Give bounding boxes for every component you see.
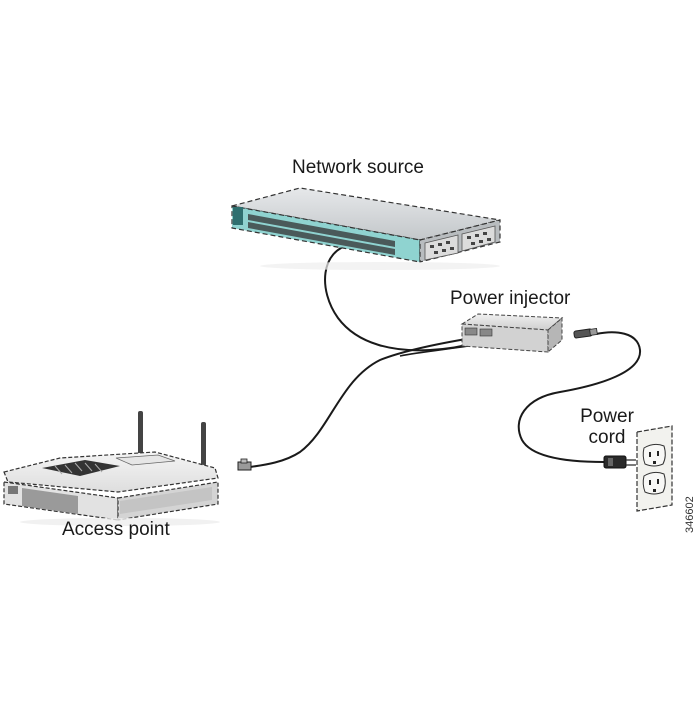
- console-port-icon: [233, 207, 243, 225]
- access-point-label: Access point: [62, 519, 170, 540]
- power-cord-label: Power cord: [577, 406, 637, 449]
- cable-power-cord: [517, 331, 642, 463]
- access-point-icon: [3, 411, 220, 526]
- network-source-label: Network source: [292, 157, 424, 178]
- power-injector-icon: [460, 313, 564, 354]
- ap-logo-icon: [8, 486, 18, 494]
- injector-port-out-icon: [479, 328, 493, 337]
- power-cord-label-line1: Power: [580, 406, 634, 427]
- dc-plug-icon: [573, 328, 598, 339]
- injector-port-in-icon: [464, 327, 478, 336]
- rj45-plug-icon: [237, 458, 252, 471]
- switch-uplink-modules: [424, 225, 496, 261]
- cable-injector-to-access-point: [249, 337, 473, 468]
- power-cord-label-line2: cord: [588, 426, 626, 448]
- figure-id: 346602: [684, 496, 696, 533]
- power-injector-label: Power injector: [450, 288, 571, 309]
- antenna-left-icon: [138, 411, 143, 457]
- power-plug-icon: [603, 455, 636, 469]
- wall-outlet-icon: [636, 425, 673, 512]
- antenna-right-icon: [201, 422, 206, 466]
- switch-ports: [248, 214, 395, 255]
- network-source-switch-icon: [231, 187, 501, 270]
